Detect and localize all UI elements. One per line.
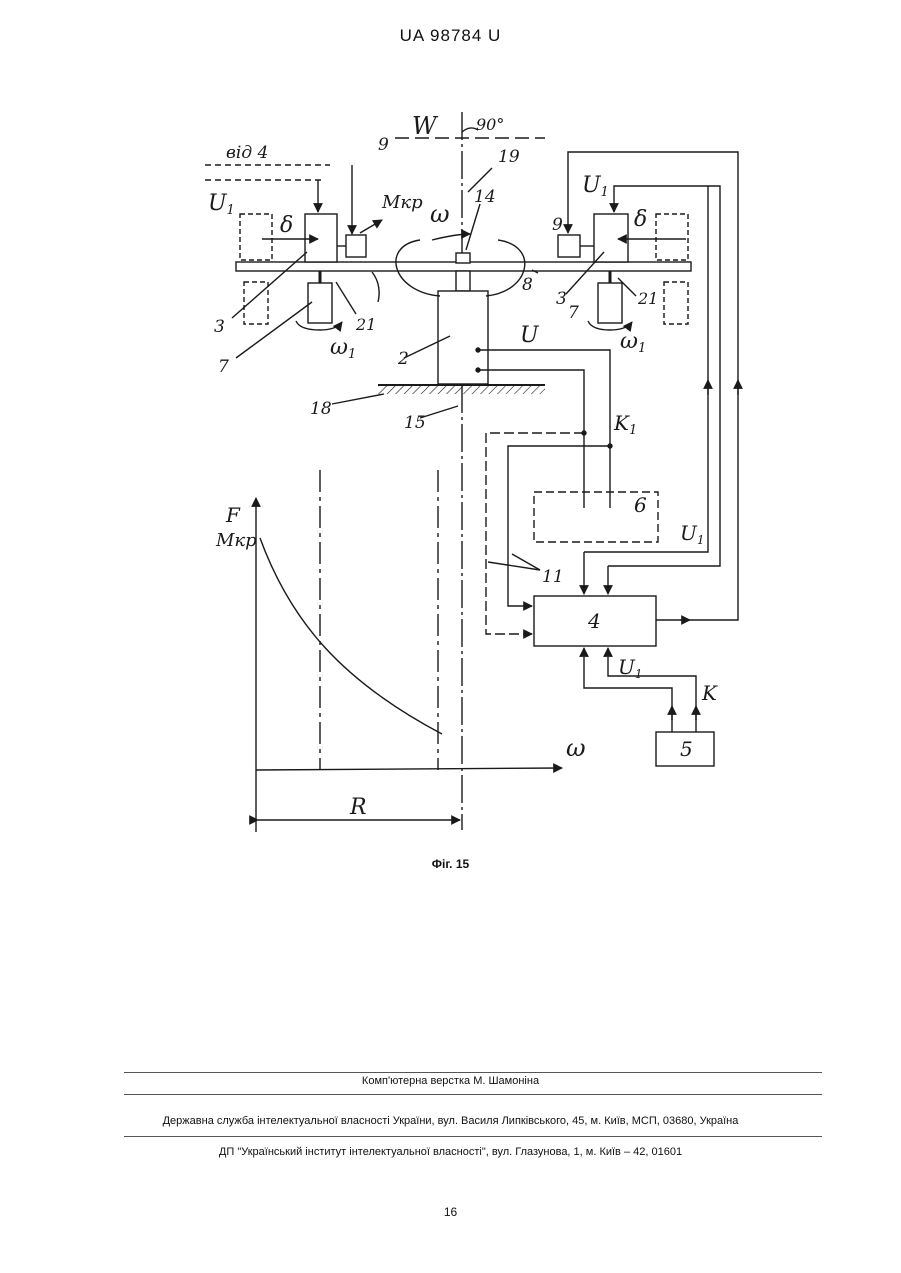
label-k: K [701,681,718,705]
label-from-4: від 4 [226,143,268,163]
label-n15: 15 [404,413,426,433]
label-n18: 18 [310,399,332,419]
moment-curve-arrow [372,272,379,302]
block-9-left [346,235,366,257]
dashed-box-left-top [240,214,272,260]
figure-caption: Фіг. 15 [0,857,901,871]
label-u1-block4-top: U1 [680,521,705,547]
label-n9-left: 9 [378,135,389,155]
mkr-arrow [360,220,382,233]
block-7-right [598,283,622,323]
leader-21-left [336,282,356,314]
footer-layout-credit: Комп'ютерна верстка М. Шамоніна [0,1075,901,1087]
omega-rotation-arrow [432,234,470,240]
label-omega1-right: ω1 [620,329,646,356]
terminal-u-lower [476,368,480,372]
footer-rule-2 [124,1094,822,1095]
ground-hatch [378,386,545,394]
dashed-box-right-bottom [664,282,688,324]
label-n9-right: 9 [552,215,563,235]
dashed-box-right-top [656,214,688,260]
label-mkr-axis: Мкр [215,530,257,551]
label-delta-left: δ [280,213,293,238]
label-block-5: 5 [680,737,693,761]
label-block-4: 4 [587,609,601,633]
leader-18 [332,394,384,404]
label-n19: 19 [498,147,520,167]
dashed-box-left-bottom [244,282,268,324]
label-n21-right: 21 [637,289,658,308]
footer-rule-1 [124,1072,822,1073]
label-angle: 90° [476,115,504,134]
footer-institute: ДП "Український інститут інтелектуальної… [0,1146,901,1158]
label-n21-left: 21 [355,315,376,334]
label-r: R [349,795,367,820]
label-u-motor: U [520,323,540,348]
label-n7-left: 7 [218,357,229,377]
label-n3-left: 3 [214,317,225,337]
label-n14: 14 [474,187,496,207]
footer-rule-3 [124,1136,822,1137]
label-n11: 11 [542,567,564,587]
label-mkr-top: Мкр [381,192,423,213]
label-block-6: 6 [634,493,647,517]
hub-14 [456,253,470,263]
footer-state-service: Державна служба інтелектуальної власност… [0,1115,901,1127]
shaft-hub [456,271,470,291]
label-omega-top: ω [430,200,450,228]
label-w: W [412,112,439,140]
label-u1-block4-bottom: U1 [618,655,643,681]
terminal-u-upper [476,348,480,352]
label-f-axis: F [225,503,241,527]
torque-curve [260,538,442,734]
leader-7-left [236,302,312,358]
label-k1: K1 [613,411,637,438]
label-n8: 8 [522,275,533,295]
label-delta-right: δ [634,207,647,232]
block-3-left [305,214,337,262]
label-u1-right: U1 [582,173,609,200]
block-9-right [558,235,580,257]
label-u1-left: U1 [208,191,235,218]
label-n3-right: 3 [556,289,567,309]
block-3-right [594,214,628,262]
label-n7-right: 7 [568,303,579,323]
label-omega-axis: ω [566,734,586,762]
leader-14 [466,204,480,250]
label-omega1-left: ω1 [330,335,356,362]
leader-15 [420,406,458,418]
page-number: 16 [0,1205,901,1219]
wire-u-upper [478,350,610,508]
figure-15-drawing: W 90° від 4 U1 U1 δ δ Мкр ω 9 9 19 14 3 … [0,0,901,900]
graph-x-axis [256,768,562,770]
label-n2: 2 [397,349,409,369]
